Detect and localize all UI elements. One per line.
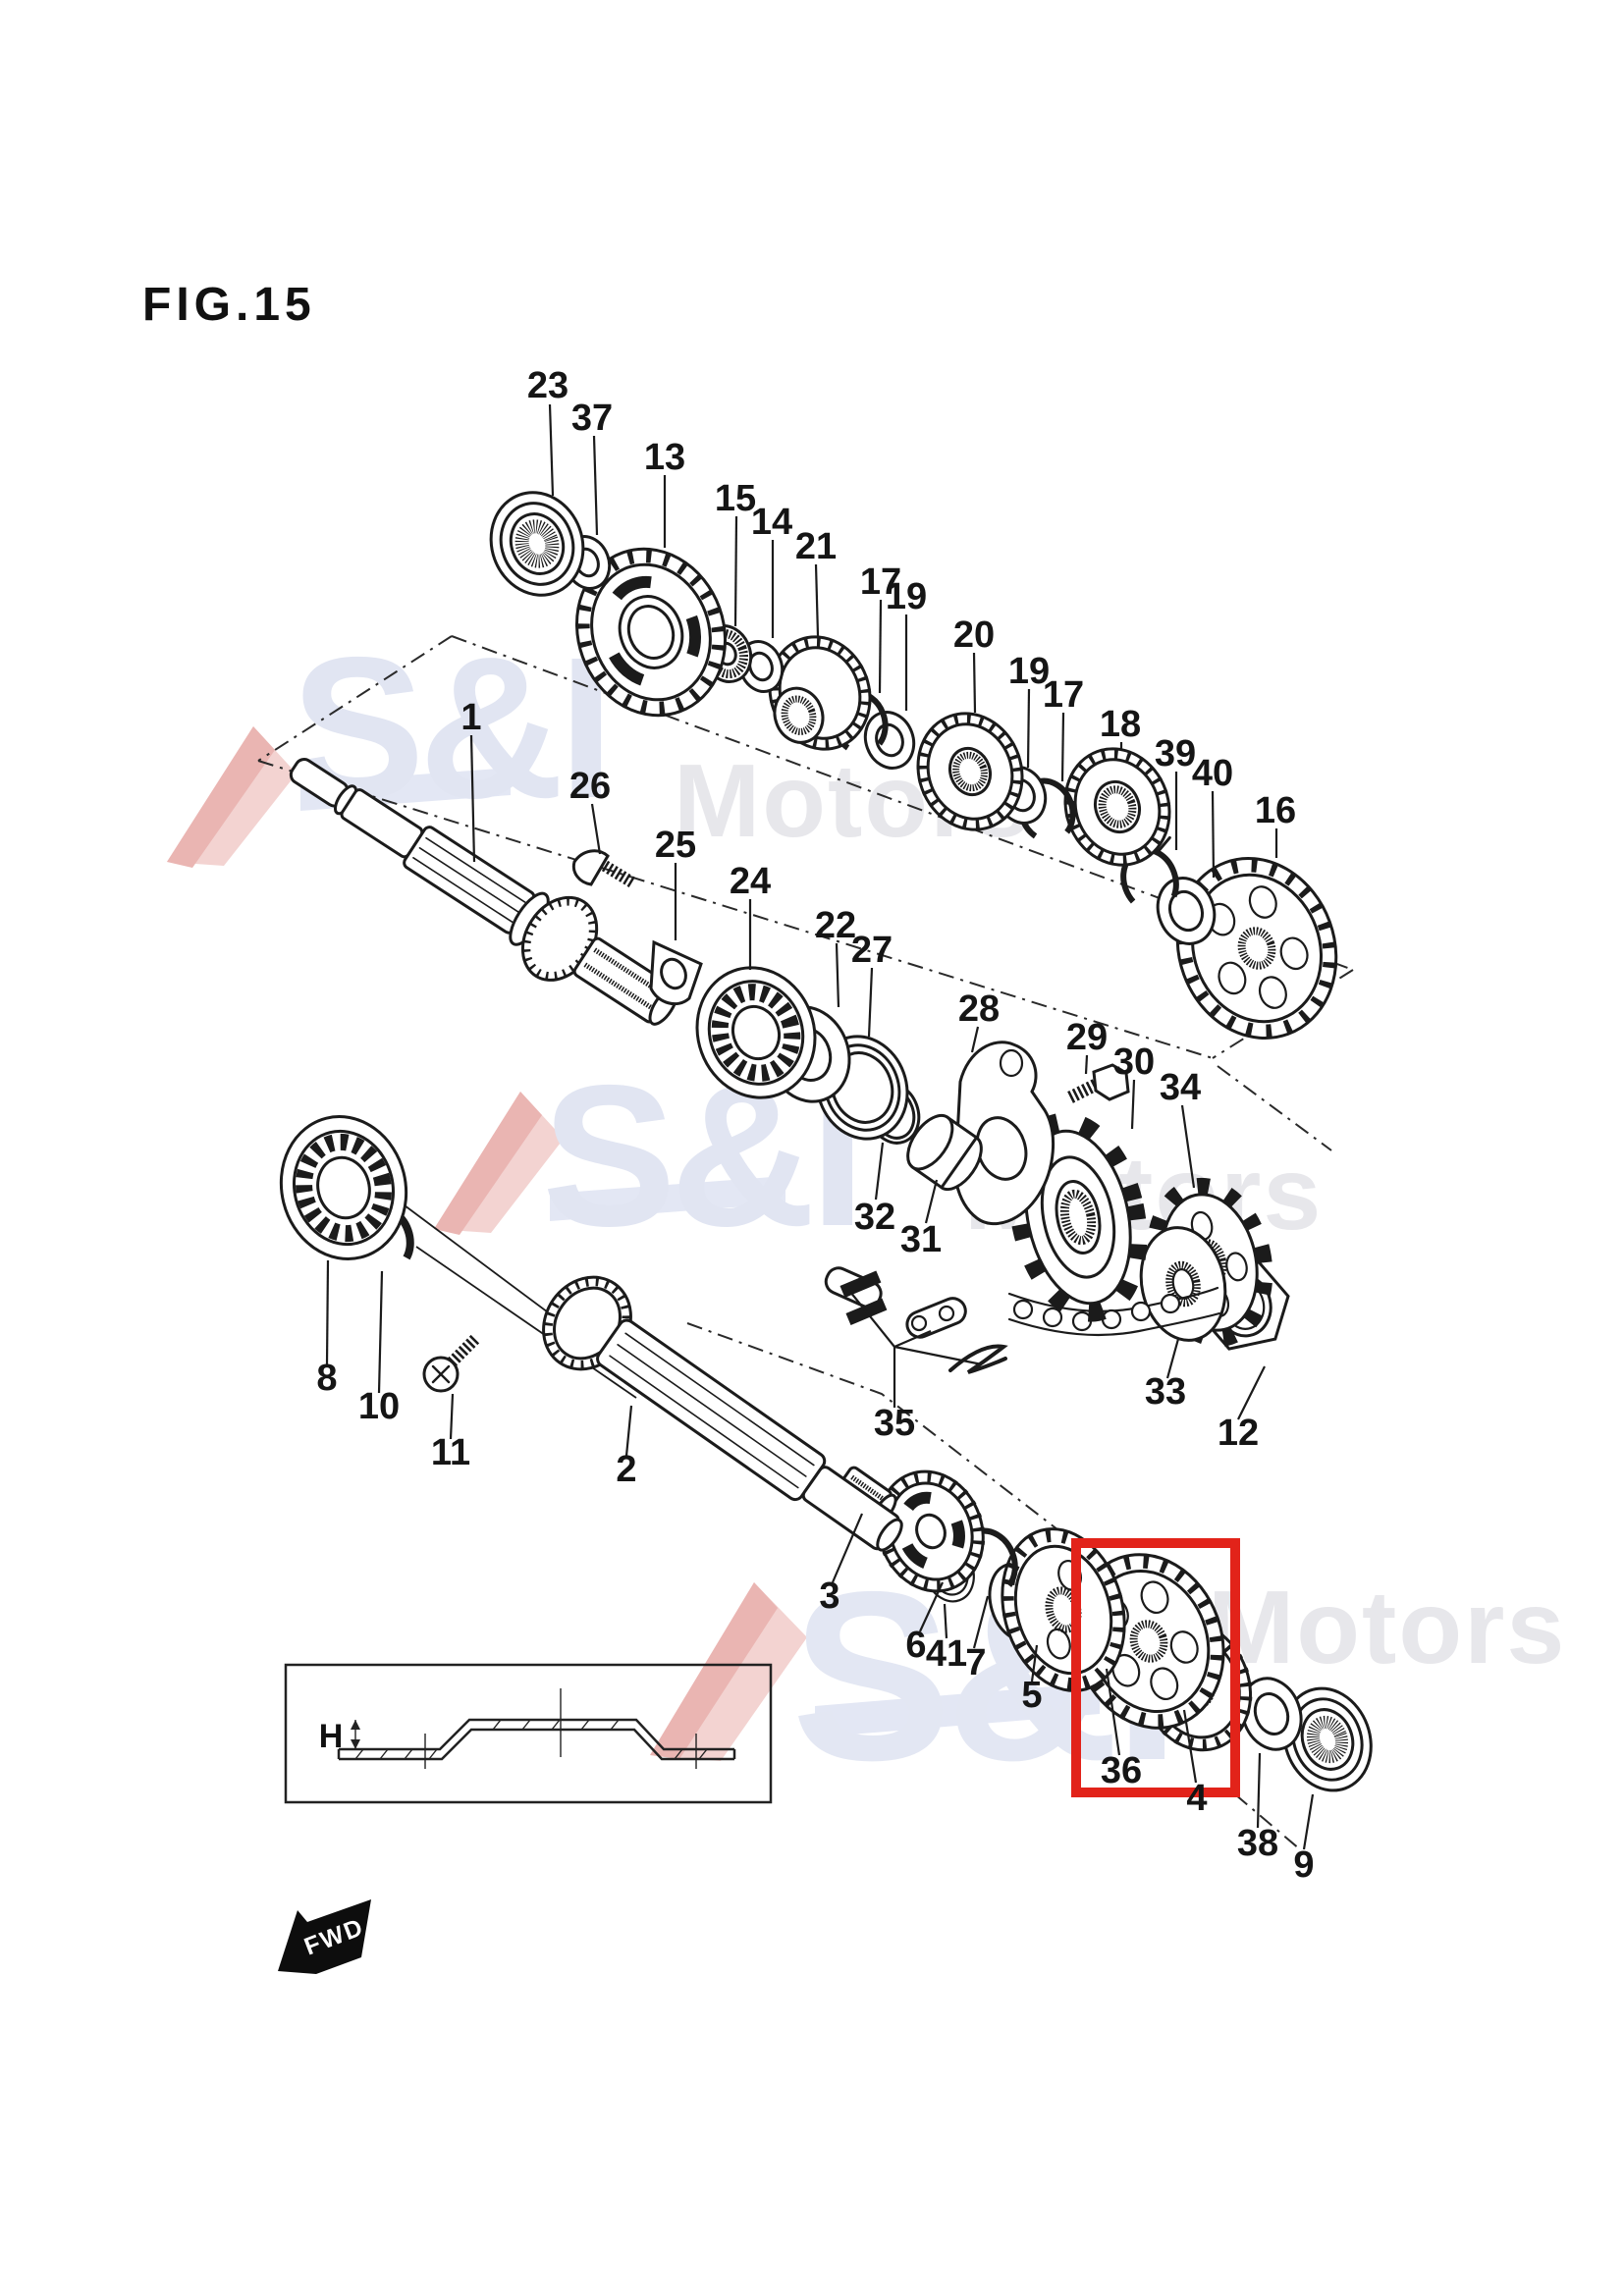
callout-33[interactable]: 33 xyxy=(1145,1371,1186,1413)
watermark-subbrand-text: Motors xyxy=(1208,1570,1566,1685)
part-6-gear xyxy=(876,1469,986,1593)
callout-4[interactable]: 4 xyxy=(1186,1778,1207,1819)
part-16-gear xyxy=(1175,857,1338,1040)
callout-11[interactable]: 11 xyxy=(431,1432,470,1473)
part-24-bearing xyxy=(695,966,817,1099)
callout-22[interactable]: 22 xyxy=(815,905,856,946)
part-25-lock-washer xyxy=(649,939,703,1006)
fwd-arrow: FWD xyxy=(278,1899,371,1974)
callout-13[interactable]: 13 xyxy=(644,437,685,478)
part-21-gear xyxy=(768,635,872,751)
inset-dimension-label: H xyxy=(319,1718,344,1755)
watermark-middle: S&I Motors xyxy=(434,1043,1321,1268)
callout-30[interactable]: 30 xyxy=(1113,1041,1155,1083)
inset-border xyxy=(284,1663,773,1804)
callout-1[interactable]: 1 xyxy=(460,697,481,738)
callout-10[interactable]: 10 xyxy=(358,1386,400,1427)
part-29-bolt xyxy=(1067,1063,1130,1103)
callout-2[interactable]: 2 xyxy=(616,1449,636,1490)
part-5-gear xyxy=(988,1527,1126,1692)
callout-6[interactable]: 6 xyxy=(905,1625,926,1666)
callout-16[interactable]: 16 xyxy=(1255,790,1296,831)
callout-21[interactable]: 21 xyxy=(795,526,837,567)
callout-39[interactable]: 39 xyxy=(1155,733,1196,774)
callout-7[interactable]: 7 xyxy=(965,1642,986,1683)
callout-41[interactable]: 41 xyxy=(926,1633,967,1675)
figure-title: FIG.15 xyxy=(142,279,316,331)
part-18-gear xyxy=(1063,747,1171,867)
callout-35[interactable]: 35 xyxy=(874,1403,915,1444)
callout-31[interactable]: 31 xyxy=(900,1219,942,1260)
inset-h-dimension: H xyxy=(319,1718,360,1755)
callout-34[interactable]: 34 xyxy=(1160,1067,1201,1108)
callout-38[interactable]: 38 xyxy=(1237,1823,1278,1864)
part-9-bearing xyxy=(1282,1686,1373,1792)
callout-25[interactable]: 25 xyxy=(655,825,696,866)
part-8-bearing xyxy=(279,1115,408,1260)
callout-12[interactable]: 12 xyxy=(1218,1413,1259,1454)
inset-detail-box: H xyxy=(284,1663,773,1804)
part-20-gear xyxy=(916,712,1024,831)
part-28-bracket xyxy=(952,1041,1056,1226)
watermark-underline xyxy=(815,1682,1100,1737)
callout-14[interactable]: 14 xyxy=(751,502,792,543)
callout-17a[interactable]: 17 xyxy=(860,561,901,603)
callout-23[interactable]: 23 xyxy=(527,365,568,406)
callout-18[interactable]: 18 xyxy=(1100,704,1141,745)
highlight-box[interactable] xyxy=(1071,1538,1240,1797)
fwd-arrow-shape xyxy=(278,1899,371,1974)
part-13-gear xyxy=(574,547,728,718)
drive-chain xyxy=(1007,1286,1221,1337)
watermark-swoosh-accent xyxy=(167,726,275,868)
callout-5[interactable]: 5 xyxy=(1021,1675,1042,1716)
callout-32[interactable]: 32 xyxy=(854,1197,895,1238)
callout-17b[interactable]: 17 xyxy=(1043,674,1084,716)
watermark-underline xyxy=(550,1176,785,1221)
part-33-washer xyxy=(1139,1226,1227,1342)
part-2-countershaft xyxy=(542,1275,903,1552)
watermark-swoosh-accent xyxy=(434,1092,542,1235)
part-23-bearing xyxy=(489,491,585,597)
part-1-mainshaft xyxy=(289,758,678,1026)
callout-24[interactable]: 24 xyxy=(730,861,771,902)
callout-40[interactable]: 40 xyxy=(1192,753,1233,794)
callout-29[interactable]: 29 xyxy=(1066,1017,1108,1058)
inset-hatching xyxy=(354,1719,708,1760)
watermark-swoosh-accent xyxy=(650,1582,778,1759)
part-26-bolt xyxy=(571,849,636,888)
leader-lines xyxy=(325,403,1315,1850)
callout-26[interactable]: 26 xyxy=(569,766,611,807)
part-31-spacer xyxy=(906,1113,983,1192)
callout-8[interactable]: 8 xyxy=(316,1358,337,1399)
part-30-sprocket xyxy=(1008,1112,1148,1322)
callout-15[interactable]: 15 xyxy=(715,478,756,519)
callout-37[interactable]: 37 xyxy=(571,398,613,439)
part-38-washer xyxy=(1240,1677,1303,1751)
callout-9[interactable]: 9 xyxy=(1293,1844,1314,1886)
part-35-joint-set xyxy=(824,1266,1008,1374)
callout-36[interactable]: 36 xyxy=(1101,1750,1142,1791)
callout-19b[interactable]: 19 xyxy=(1008,651,1050,692)
callout-20[interactable]: 20 xyxy=(953,614,995,656)
callout-19a[interactable]: 19 xyxy=(886,576,927,617)
callout-3[interactable]: 3 xyxy=(819,1575,839,1617)
callout-28[interactable]: 28 xyxy=(958,988,1000,1030)
callouts: 23 37 13 15 14 21 17 19 20 19 17 18 39 4… xyxy=(316,365,1314,1886)
callout-27[interactable]: 27 xyxy=(851,930,893,971)
part-11-screw xyxy=(422,1334,480,1393)
